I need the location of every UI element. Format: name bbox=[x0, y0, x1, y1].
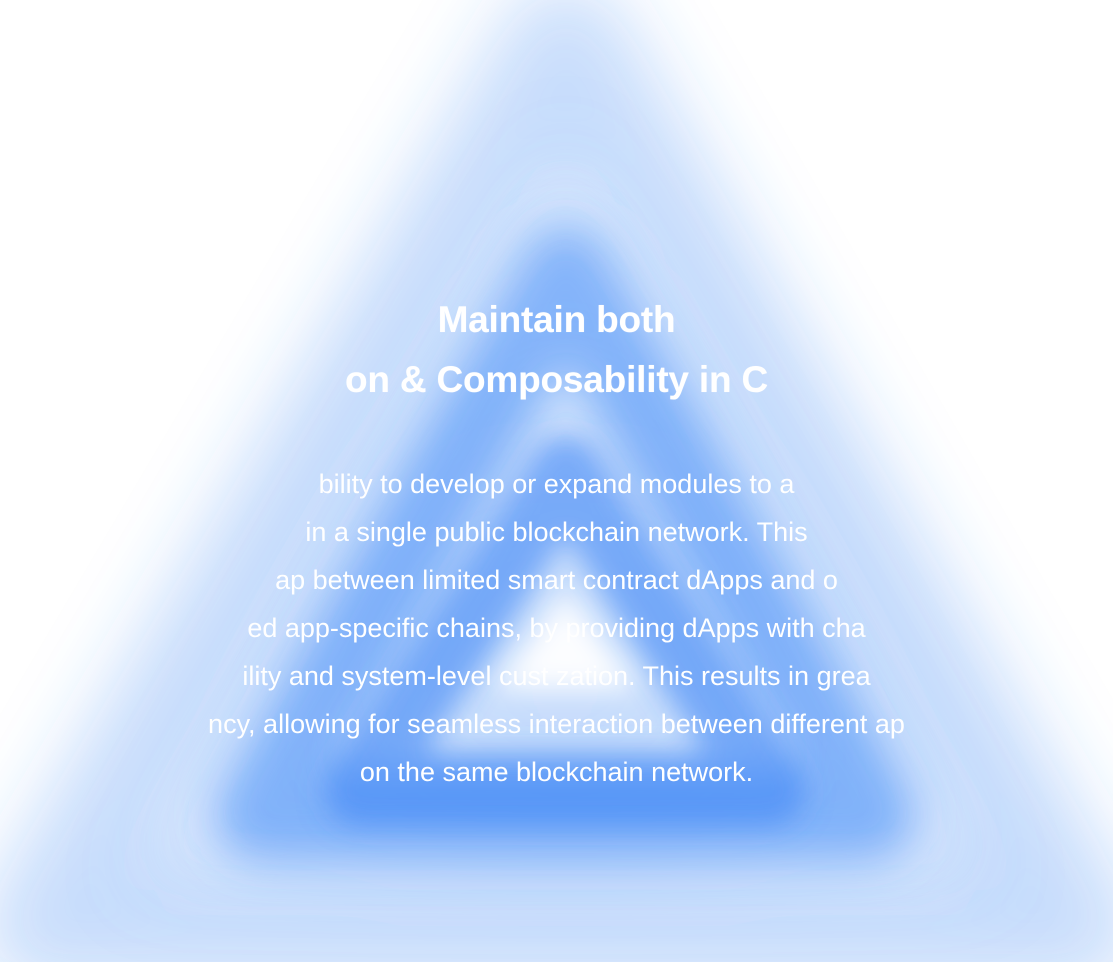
description-line-3: ap between limited smart contract dApps … bbox=[275, 565, 838, 595]
description-line-2: in a single public blockchain network. T… bbox=[305, 517, 808, 547]
description-line-1: bility to develop or expand modules to a bbox=[318, 469, 795, 499]
hero-content: Maintain both on & Composability in C bi… bbox=[0, 290, 1113, 796]
hero-heading: Maintain both on & Composability in C bbox=[0, 290, 1113, 410]
description-line-6: ncy, allowing for seamless interaction b… bbox=[208, 709, 905, 739]
description-line-5: ility and system-level cust zation. This… bbox=[242, 661, 871, 691]
heading-line-1: Maintain both bbox=[437, 299, 676, 340]
triangle-inner-glow bbox=[325, 435, 805, 825]
description-line-7: on the same blockchain network. bbox=[359, 757, 754, 787]
hero-description: bility to develop or expand modules to a… bbox=[57, 460, 1057, 796]
triangle-core bbox=[492, 590, 640, 690]
description-line-4: ed app-specific chains, by providing dAp… bbox=[247, 613, 866, 643]
heading-line-2: on & Composability in C bbox=[345, 359, 768, 400]
